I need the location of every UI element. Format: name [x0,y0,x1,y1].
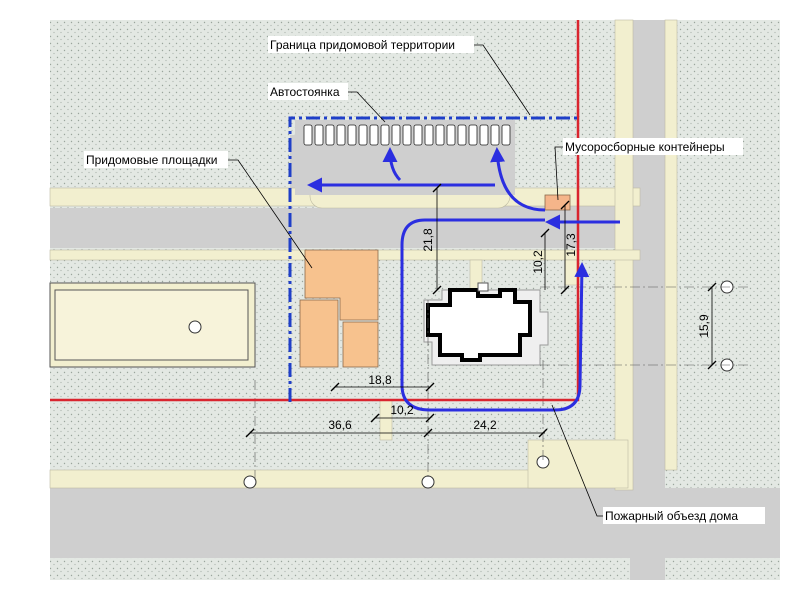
parking-slots [303,124,511,146]
parking-slot [468,124,478,146]
dim-36-6: 36,6 [328,418,352,432]
parking-slot [413,124,423,146]
parking-slot [424,124,434,146]
parking-slot [303,124,313,146]
parking-slot [435,124,445,146]
label-waste: Мусоросборные контейнеры [565,140,725,154]
parking-slot [391,124,401,146]
dimension-labels: 21,8 17,3 10,2 15,9 18,8 10,2 36,6 24,2 [328,228,711,432]
parking-slot [501,124,511,146]
label-fire-route: Пожарный объезд дома [605,509,738,523]
parking-slot [325,124,335,146]
parking-lot [295,120,515,195]
parking-slot [336,124,346,146]
parking-slot [369,124,379,146]
label-parking: Автостоянка [270,85,340,99]
dimension-lines [250,188,713,434]
parking-slot [457,124,467,146]
parking-slot [314,124,324,146]
callout-labels: Граница придомовой территории Автостоянк… [84,36,765,524]
dim-10-2-right: 10,2 [531,250,545,274]
dim-15-9: 15,9 [697,314,711,338]
dim-24-2: 24,2 [473,418,497,432]
hydrant-icon [421,475,435,489]
dimension-ticks [245,183,717,438]
parking-slot [358,124,368,146]
parking-slot [380,124,390,146]
parking-slot [479,124,489,146]
territory-boundary [288,116,578,402]
label-boundary: Граница придомовой территории [270,38,455,52]
parking-slot [347,124,357,146]
dim-10-2-bottom: 10,2 [390,403,414,417]
dim-17-3: 17,3 [564,233,578,257]
label-playgrounds: Придомовые площадки [86,153,217,167]
parking-slot [490,124,500,146]
residential-house [423,282,549,366]
dim-18-8: 18,8 [368,373,392,387]
callout-leaders [228,44,603,517]
left-building [49,282,256,368]
hydrant-icon [243,475,257,489]
parking-slot [402,124,412,146]
dim-21-8: 21,8 [421,228,435,252]
parking-slot [446,124,456,146]
playgrounds [299,249,379,368]
fire-route [307,147,620,412]
hydrant-icon [188,320,202,334]
